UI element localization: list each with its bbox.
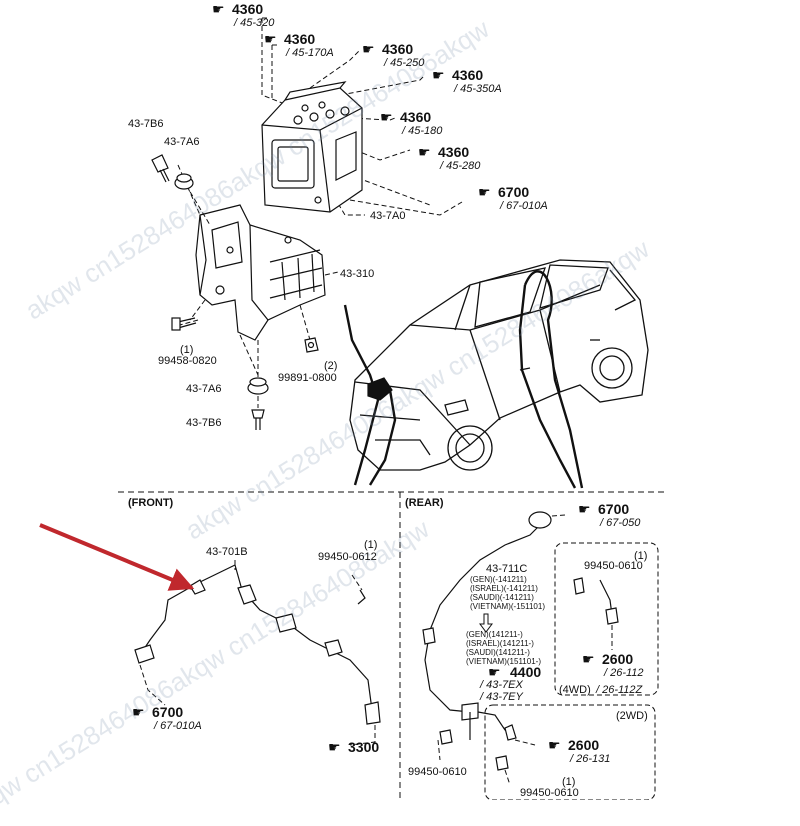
rear-abs-sensor-harness [422, 511, 552, 771]
section-label-rear: (REAR) [405, 497, 444, 509]
abs-bracket [195, 204, 326, 341]
ref-subcode: / 67-010A [154, 720, 202, 732]
ref-subcode: / 45-180 [402, 125, 443, 137]
ref-code: 4360 [284, 31, 316, 47]
ref-code: 6700 [498, 184, 530, 200]
part-label: (1) [180, 344, 194, 356]
supersession-note: (GEN)(141211-) [466, 630, 523, 639]
ref-code-4400: 4400 [510, 664, 542, 680]
supersession-note: (ISRAEL)(141211-) [466, 639, 534, 648]
annotation-arrow [39, 523, 195, 591]
part-label: 99450-0612 [318, 551, 377, 563]
pointing-hand-icon: ☛ [132, 704, 145, 720]
ref-code: 4360 [452, 67, 484, 83]
part-label: 99450-0610 [520, 787, 579, 799]
part-label: 43-7A6 [186, 383, 222, 395]
ref-code: 4360 [400, 109, 432, 125]
part-label: 43-701B [206, 546, 248, 558]
part-label: 43-7B6 [186, 417, 222, 429]
section-label-4wd: (4WD) [559, 684, 591, 696]
part-label: / 43-7EY [480, 691, 523, 703]
pointing-hand-icon: ☛ [488, 664, 501, 680]
supersession-note: (VIETNAM)(151101-) [466, 657, 541, 666]
part-label: (1) [562, 776, 576, 788]
part-label: (1) [364, 539, 378, 551]
ref-subcode: / 67-010A [500, 200, 548, 212]
pointing-hand-icon: ☛ [212, 1, 225, 17]
section-label-front: (FRONT) [128, 497, 174, 509]
pointing-hand-icon: ☛ [264, 31, 277, 47]
supersession-note: (ISRAEL)(-141211) [470, 584, 538, 593]
pointing-hand-icon: ☛ [362, 41, 375, 57]
ref-code: 2600 [602, 651, 634, 667]
ref-subcode: / 45-250 [384, 57, 425, 69]
part-label: / 26-112Z [596, 684, 643, 696]
ref-subcode: / 45-280 [440, 160, 481, 172]
part-label: 43-7B6 [128, 118, 164, 130]
supersession-note: (VIETNAM)(-151101) [470, 602, 545, 611]
part-label: (2) [324, 360, 338, 372]
ref-subcode: / 45-320 [234, 17, 275, 29]
part-label: 99891-0800 [278, 372, 337, 384]
ref-subcode: / 45-170A [286, 47, 334, 59]
supersession-note: (SAUDI)(-141211) [470, 593, 534, 602]
supersession-note: (GEN)(-141211) [470, 575, 527, 584]
pointing-hand-icon: ☛ [380, 109, 393, 125]
parts-diagram: akqw cn1528464086akqw cn1528464086akqw a… [0, 1, 668, 825]
ref-code: 6700 [598, 501, 630, 517]
part-label: 99450-0610 [584, 560, 643, 572]
ref-code: 2600 [568, 737, 600, 753]
part-label: / 43-7EX [480, 679, 523, 691]
ref-code: 6700 [152, 704, 184, 720]
section-label-2wd: (2WD) [616, 710, 648, 722]
ref-subcode: / 67-050 [600, 517, 641, 529]
part-label: 99458-0820 [158, 355, 217, 367]
part-label: 99450-0610 [408, 766, 467, 778]
part-label: (1) [634, 550, 648, 562]
supersession-note: (SAUDI)(141211-) [466, 648, 530, 657]
front-abs-sensor-harness [134, 564, 381, 725]
ref-code: 3300 [348, 739, 380, 755]
pointing-hand-icon: ☛ [328, 739, 341, 755]
ref-subcode: / 45-350A [454, 83, 502, 95]
ref-code: 4360 [232, 1, 264, 17]
ref-subcode: / 26-112 [604, 667, 644, 679]
part-label: 43-310 [340, 268, 375, 280]
pointing-hand-icon: ☛ [548, 737, 561, 753]
part-label: 43-7A0 [370, 210, 406, 222]
diagram-artwork [39, 17, 668, 800]
part-label: 43-7A6 [164, 136, 200, 148]
vehicle-illustration [349, 259, 649, 471]
ref-code: 4360 [438, 144, 470, 160]
ref-subcode: / 26-131 [570, 753, 611, 765]
abs-hydraulic-unit [261, 81, 363, 213]
fasteners [151, 154, 319, 430]
pointing-hand-icon: ☛ [432, 67, 445, 83]
fourwd-sensor [573, 577, 619, 625]
pointing-hand-icon: ☛ [418, 144, 431, 160]
pointing-hand-icon: ☛ [578, 501, 591, 517]
ref-code: 4360 [382, 41, 414, 57]
part-label: 43-711C [486, 563, 528, 575]
pointing-hand-icon: ☛ [582, 651, 595, 667]
pointing-hand-icon: ☛ [478, 184, 491, 200]
